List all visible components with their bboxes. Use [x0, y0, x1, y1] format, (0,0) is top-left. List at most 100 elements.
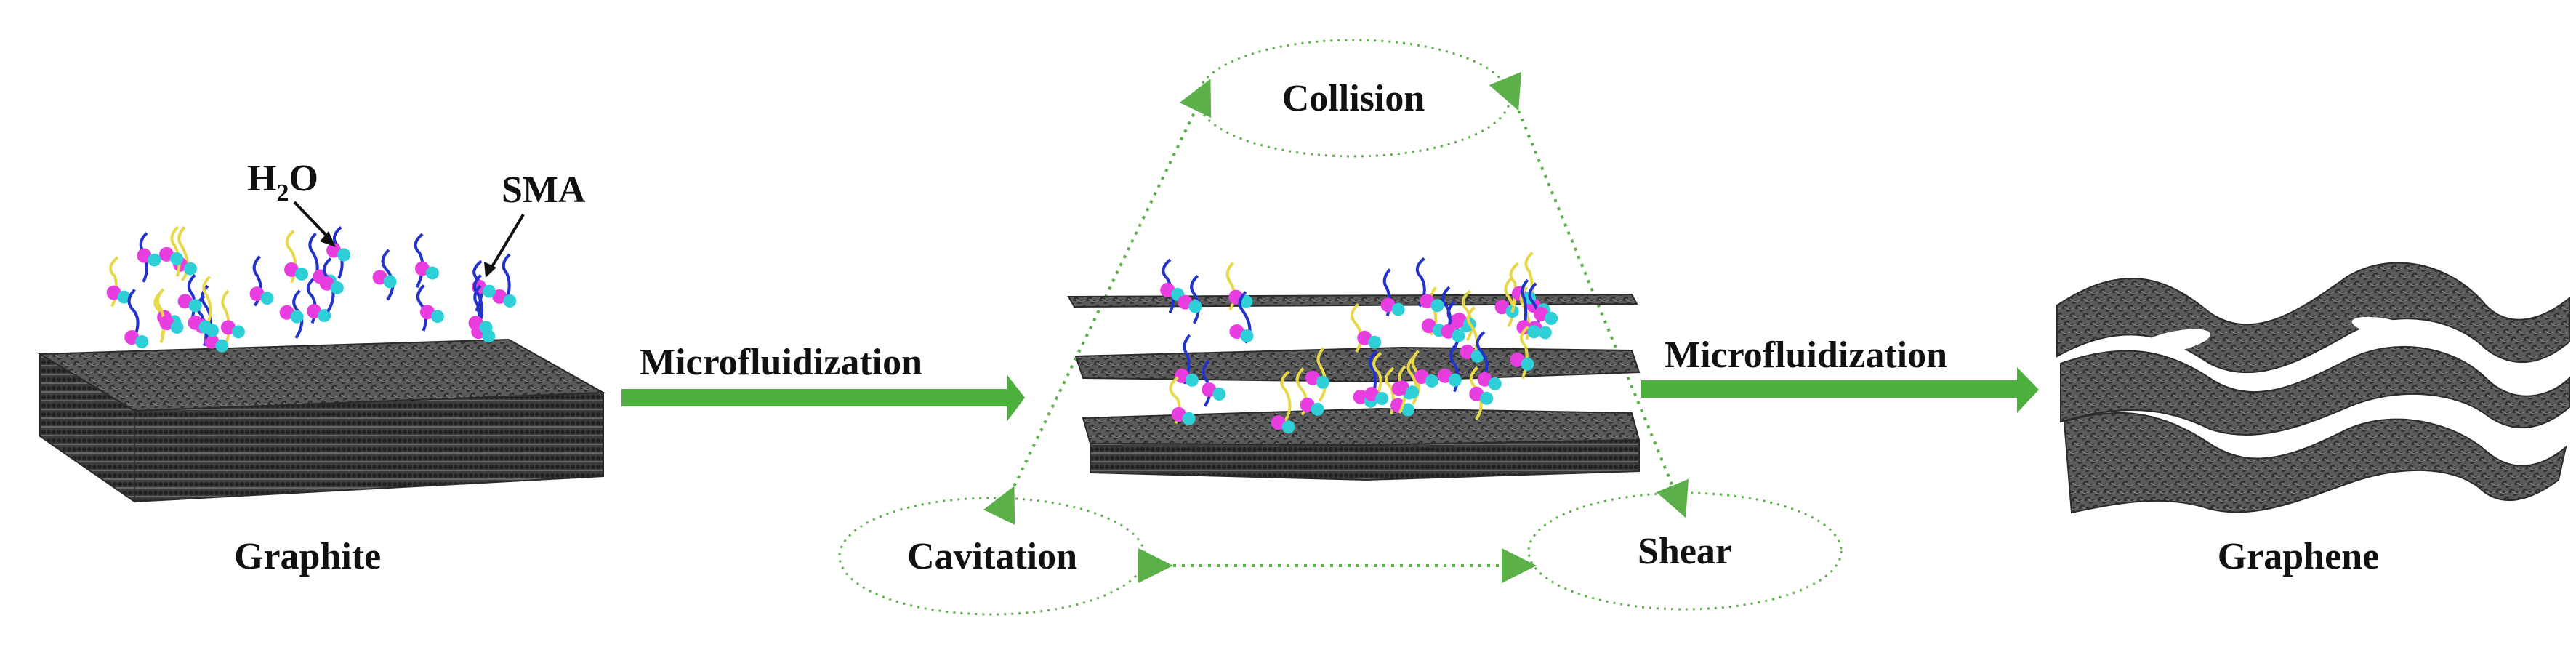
- water-molecule: [137, 248, 152, 263]
- graphite-molecules: [106, 225, 517, 353]
- water-molecule: [231, 325, 245, 339]
- water-molecule: [170, 252, 184, 265]
- polymer-chain: [127, 289, 140, 340]
- water-molecule: [1452, 313, 1467, 328]
- water-molecule: [106, 285, 121, 300]
- water-molecule: [1477, 372, 1492, 387]
- water-molecule: [290, 310, 304, 324]
- water-molecule: [1401, 403, 1415, 417]
- water-molecule: [1202, 382, 1217, 397]
- polymer-chain: [292, 289, 304, 340]
- water-molecule: [1212, 387, 1226, 401]
- water-molecule: [479, 321, 493, 334]
- right-arrow-2: [1641, 367, 2039, 413]
- water-molecule: [492, 289, 507, 304]
- polymer-chain: [1202, 359, 1212, 407]
- microfluidization-label-1: Microfluidization: [640, 342, 922, 383]
- water-molecule: [177, 294, 193, 309]
- cavitation-to-collision-connector: [983, 79, 1212, 526]
- water-molecule: [1380, 297, 1396, 313]
- water-molecule: [1171, 406, 1186, 422]
- water-molecule: [204, 334, 220, 349]
- water-molecule: [1510, 352, 1525, 367]
- water-molecule: [1160, 282, 1175, 297]
- water-molecule: [1364, 387, 1380, 402]
- water-molecule: [1240, 329, 1254, 342]
- water-molecule: [430, 310, 444, 324]
- water-molecule: [284, 262, 299, 277]
- water-molecule: [326, 243, 342, 258]
- water-molecule: [330, 281, 344, 294]
- water-molecule: [117, 290, 131, 304]
- water-molecule: [1534, 306, 1549, 321]
- water-molecule: [503, 294, 517, 308]
- water-molecule: [1300, 397, 1315, 412]
- polymer-chain: [381, 249, 395, 301]
- water-molecule: [1316, 375, 1329, 389]
- water-molecule: [1182, 412, 1196, 425]
- polymer-chain: [1470, 366, 1483, 421]
- water-molecule: [1516, 320, 1531, 335]
- water-molecule: [1448, 373, 1462, 387]
- h2o-pointer-head: [320, 231, 336, 247]
- water-molecule: [483, 284, 496, 298]
- collision-label: Collision: [1282, 78, 1425, 119]
- microfluidization-label-2: Microfluidization: [1665, 334, 1947, 376]
- water-molecule: [1494, 300, 1510, 315]
- graphene-label: Graphene: [2218, 536, 2379, 577]
- water-molecule: [1395, 380, 1410, 396]
- water-molecule: [1368, 335, 1382, 349]
- water-molecule: [318, 309, 331, 323]
- water-molecule: [215, 339, 229, 353]
- water-molecule: [1185, 373, 1199, 387]
- water-molecule: [1430, 299, 1444, 313]
- water-molecule: [319, 276, 334, 291]
- water-molecule: [279, 305, 294, 320]
- water-molecule: [198, 320, 212, 334]
- water-molecule: [1305, 370, 1320, 385]
- water-molecule: [220, 320, 236, 335]
- water-molecule: [1527, 325, 1541, 339]
- water-molecule: [260, 292, 274, 305]
- polymer-chain: [1351, 302, 1363, 353]
- water-molecule: [1311, 402, 1324, 416]
- middle-molecules: [1160, 252, 1558, 434]
- sma-pointer: [489, 213, 525, 270]
- water-molecule: [372, 270, 387, 285]
- graphene-sheets: [2056, 262, 2570, 514]
- water-molecule: [1174, 368, 1189, 383]
- h2o-pointer: [293, 201, 332, 241]
- graphite-label: Graphite: [234, 536, 381, 577]
- polymer-chain: [1190, 274, 1200, 324]
- polymer-chain: [1162, 258, 1175, 314]
- water-molecule: [1391, 302, 1405, 316]
- polymer-chain: [170, 225, 181, 277]
- water-molecule: [414, 261, 430, 276]
- water-molecule: [1271, 415, 1286, 430]
- exfoliating-layers: [1067, 293, 1641, 481]
- water-molecule: [188, 315, 203, 330]
- shear-label: Shear: [1638, 531, 1732, 572]
- water-molecule: [1421, 318, 1436, 334]
- polymer-chain: [202, 276, 212, 330]
- graphite-block: [37, 338, 606, 503]
- water-molecule: [1353, 389, 1368, 404]
- water-molecule: [1425, 374, 1438, 388]
- polymer-chain: [1280, 370, 1292, 425]
- water-molecule: [1441, 324, 1456, 339]
- water-molecule: [1460, 344, 1475, 359]
- polymer-chain: [502, 253, 511, 305]
- water-molecule: [135, 335, 149, 349]
- water-molecule: [124, 330, 140, 345]
- water-molecule: [295, 267, 309, 281]
- svg-text:H2O: H2O: [247, 158, 318, 206]
- polymer-chain: [1372, 351, 1382, 400]
- sma-label: SMA: [502, 169, 586, 211]
- water-molecule: [148, 253, 161, 267]
- water-molecule: [159, 246, 174, 262]
- polymer-chain: [1441, 286, 1452, 334]
- water-molecule: [1538, 326, 1552, 340]
- water-molecule: [1437, 368, 1452, 383]
- polymer-chain: [414, 233, 424, 289]
